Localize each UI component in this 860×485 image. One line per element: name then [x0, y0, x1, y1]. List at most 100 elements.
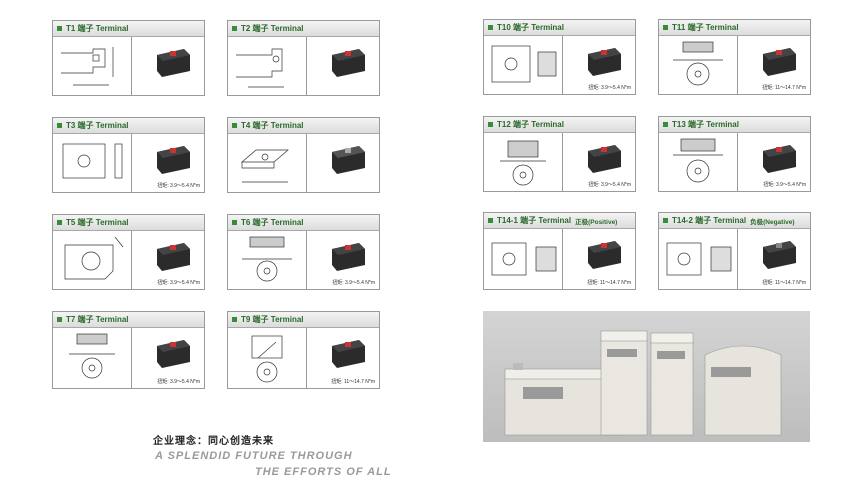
terminal-drawing: [228, 134, 307, 192]
bullet-icon: [488, 218, 493, 223]
torque-spec: 扭矩: 3.9～5.4 N*m: [157, 183, 200, 189]
bullet-icon: [232, 123, 237, 128]
terminal-drawing: [53, 328, 132, 388]
card-title: T3 端子 Terminal: [66, 121, 129, 130]
motto-english-line2: THE EFFORTS OF ALL: [255, 466, 392, 478]
terminal-card-t13: T13 端子 Terminal 扭矩: 3.9～5.4 N*m: [658, 116, 811, 192]
polarity-label: 正极(Positive): [575, 218, 618, 226]
terminal-drawing: [53, 37, 132, 95]
torque-spec: 扭矩: 3.9～5.4 N*m: [157, 379, 200, 385]
terminal-card-t7: T7 端子 Terminal 扭矩: 3.9～5.4 N*m: [52, 311, 205, 389]
torque-spec: 扭矩: 3.9～5.4 N*m: [588, 85, 631, 91]
card-title: T1 端子 Terminal: [66, 24, 129, 33]
terminal-card-t1: T1 端子 Terminal: [52, 20, 205, 96]
terminal-photo: 扭矩: 11～14.7 N*m: [307, 328, 379, 388]
card-header: T1 端子 Terminal: [53, 21, 204, 37]
polarity-label: 负极(Negative): [750, 218, 795, 226]
card-title: T11 端子 Terminal: [672, 23, 739, 32]
terminal-drawing: [484, 36, 563, 94]
bullet-icon: [57, 26, 62, 31]
card-header: T5 端子 Terminal: [53, 215, 204, 231]
terminal-photo: [307, 37, 379, 95]
terminal-photo: 扭矩: 3.9～5.4 N*m: [132, 231, 204, 289]
torque-spec: 扭矩: 11～14.7 N*m: [331, 379, 375, 385]
card-title: T7 端子 Terminal: [66, 315, 129, 324]
terminal-card-t6: T6 端子 Terminal 扭矩: 3.9～5.4 N*m: [227, 214, 380, 290]
card-title: T9 端子 Terminal: [241, 315, 304, 324]
terminal-photo: 扭矩: 3.9～5.4 N*m: [132, 134, 204, 192]
card-title: T5 端子 Terminal: [66, 218, 129, 227]
terminal-card-t12: T12 端子 Terminal 扭矩: 3.9～5.4 N*m: [483, 116, 636, 192]
terminal-drawing: [659, 229, 738, 289]
terminal-card-t4: T4 端子 Terminal: [227, 117, 380, 193]
bullet-icon: [57, 123, 62, 128]
torque-spec: 扭矩: 11～14.7 N*m: [762, 280, 806, 286]
terminal-photo: 扭矩: 3.9～5.4 N*m: [132, 328, 204, 388]
card-header: T13 端子 Terminal: [659, 117, 810, 133]
card-header: T3 端子 Terminal: [53, 118, 204, 134]
card-header: T7 端子 Terminal: [53, 312, 204, 328]
torque-spec: 扭矩: 3.9～5.4 N*m: [157, 280, 200, 286]
card-title: T13 端子 Terminal: [672, 120, 739, 129]
terminal-photo: 扭矩: 3.9～5.4 N*m: [563, 36, 635, 94]
torque-spec: 扭矩: 3.9～5.4 N*m: [332, 280, 375, 286]
terminal-drawing: [228, 328, 307, 388]
card-title: T14-2 端子 Terminal: [672, 216, 747, 225]
terminal-drawing: [484, 229, 563, 289]
card-title: T2 端子 Terminal: [241, 24, 304, 33]
bullet-icon: [663, 218, 668, 223]
bullet-icon: [488, 122, 493, 127]
terminal-photo: 扭矩: 11～14.7 N*m: [563, 229, 635, 289]
card-header: T9 端子 Terminal: [228, 312, 379, 328]
terminal-drawing: [659, 133, 738, 191]
terminal-card-t2: T2 端子 Terminal: [227, 20, 380, 96]
terminal-photo: [307, 134, 379, 192]
card-header: T11 端子 Terminal: [659, 20, 810, 36]
torque-spec: 扭矩: 3.9～5.4 N*m: [588, 182, 631, 188]
terminal-drawing: [228, 37, 307, 95]
terminal-photo: [132, 37, 204, 95]
card-header: T10 端子 Terminal: [484, 20, 635, 36]
card-header: T2 端子 Terminal: [228, 21, 379, 37]
card-title: T4 端子 Terminal: [241, 121, 304, 130]
terminal-photo: 扭矩: 11～14.7 N*m: [738, 229, 810, 289]
terminal-photo: 扭矩: 3.9～5.4 N*m: [738, 133, 810, 191]
terminal-drawing: [53, 231, 132, 289]
terminal-photo: 扭矩: 3.9～5.4 N*m: [563, 133, 635, 191]
terminal-card-t9: T9 端子 Terminal 扭矩: 11～14.7 N*m: [227, 311, 380, 389]
battery-illustration: [504, 330, 782, 436]
card-title: T6 端子 Terminal: [241, 218, 304, 227]
terminal-drawing: [659, 36, 738, 94]
terminal-drawing: [228, 231, 307, 289]
card-title: T14-1 端子 Terminal: [497, 216, 572, 225]
terminal-drawing: [53, 134, 132, 192]
bullet-icon: [232, 220, 237, 225]
card-title: T10 端子 Terminal: [497, 23, 564, 32]
bullet-icon: [57, 317, 62, 322]
terminal-card-t3: T3 端子 Terminal 扭矩: 3.9～5.4 N*m: [52, 117, 205, 193]
terminal-card-t5: T5 端子 Terminal 扭矩: 3.9～5.4 N*m: [52, 214, 205, 290]
torque-spec: 扭矩: 11～14.7 N*m: [762, 85, 806, 91]
bullet-icon: [663, 122, 668, 127]
card-header: T6 端子 Terminal: [228, 215, 379, 231]
card-header: T12 端子 Terminal: [484, 117, 635, 133]
battery-product-photo: [483, 311, 810, 442]
torque-spec: 扭矩: 3.9～5.4 N*m: [763, 182, 806, 188]
terminal-photo: 扭矩: 11～14.7 N*m: [738, 36, 810, 94]
terminal-card-t11: T11 端子 Terminal 扭矩: 11～14.7 N*m: [658, 19, 811, 95]
bullet-icon: [232, 26, 237, 31]
card-title: T12 端子 Terminal: [497, 120, 564, 129]
bullet-icon: [57, 220, 62, 225]
motto-chinese: 企业理念：同心创造未来: [153, 436, 274, 447]
bullet-icon: [663, 25, 668, 30]
terminal-drawing: [484, 133, 563, 191]
torque-spec: 扭矩: 11～14.7 N*m: [587, 280, 631, 286]
bullet-icon: [488, 25, 493, 30]
card-header: T4 端子 Terminal: [228, 118, 379, 134]
terminal-photo: 扭矩: 3.9～5.4 N*m: [307, 231, 379, 289]
motto-english-line1: A SPLENDID FUTURE THROUGH: [155, 450, 353, 462]
